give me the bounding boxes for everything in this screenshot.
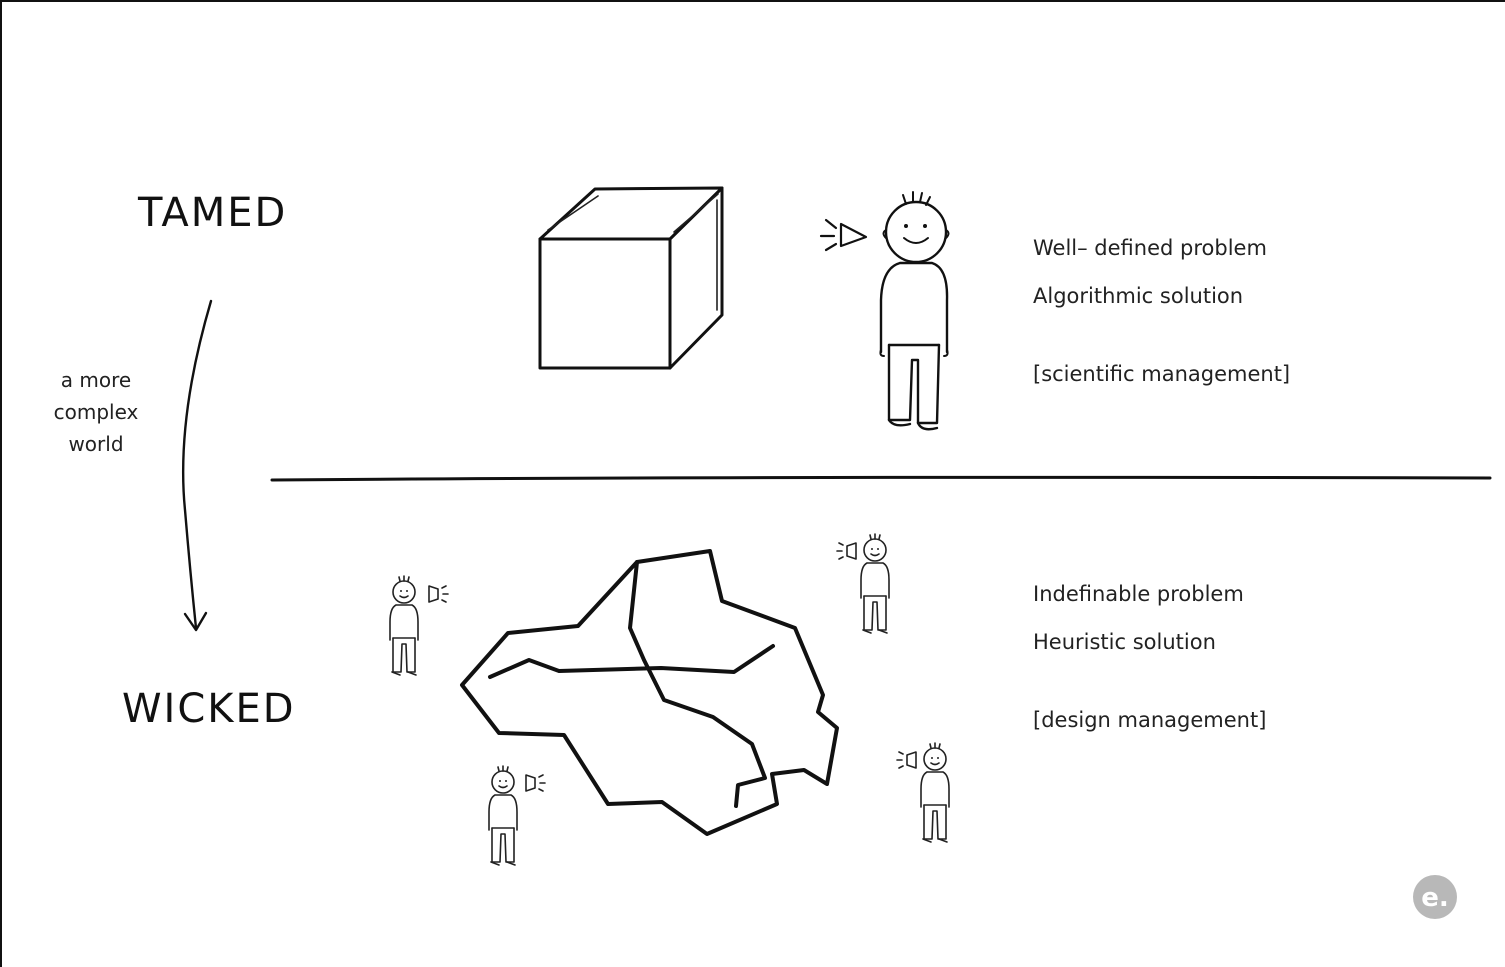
- tamed-problem: Well– defined problem: [1033, 236, 1267, 260]
- tangled-shape-icon: [460, 549, 839, 836]
- wicked-management: [design management]: [1033, 708, 1267, 732]
- wicked-title: WICKED: [122, 686, 296, 732]
- megaphone-icon: [819, 218, 868, 252]
- tamed-title: TAMED: [138, 190, 288, 236]
- transition-line-3: world: [68, 432, 124, 456]
- person-icon: [389, 575, 419, 676]
- logo-icon: e.: [1413, 875, 1457, 919]
- transition-label: a more complex world: [36, 364, 156, 460]
- megaphone-icon: [525, 774, 546, 792]
- wicked-problem: Indefinable problem: [1033, 582, 1244, 606]
- person-icon: [860, 533, 890, 634]
- transition-line-2: complex: [53, 400, 139, 424]
- curved-arrow-icon: [181, 299, 213, 632]
- transition-line-1: a more: [60, 368, 132, 392]
- wicked-solution: Heuristic solution: [1033, 630, 1216, 654]
- section-divider: [270, 475, 1492, 482]
- cube-icon: [538, 186, 724, 370]
- megaphone-icon: [428, 585, 449, 603]
- megaphone-icon: [896, 751, 917, 769]
- person-icon: [920, 742, 950, 843]
- person-icon: [488, 765, 518, 866]
- tamed-solution: Algorithmic solution: [1033, 284, 1244, 308]
- svg-text:e.: e.: [1421, 883, 1449, 913]
- megaphone-icon: [836, 542, 857, 560]
- person-icon: [879, 191, 950, 431]
- tamed-management: [scientific management]: [1033, 362, 1291, 386]
